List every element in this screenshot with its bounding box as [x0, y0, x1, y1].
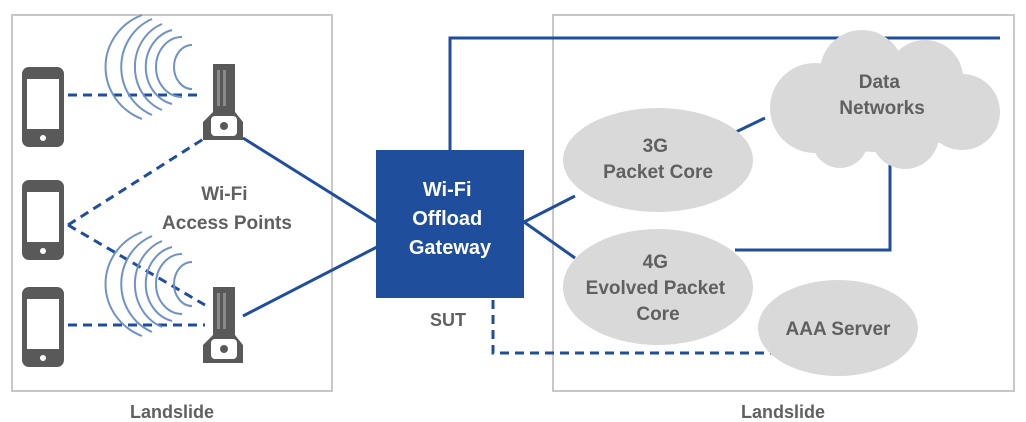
access-point-icon [203, 64, 243, 140]
left-panel-label: Landslide [130, 402, 214, 422]
wifi-link-phone2-ap2 [67, 223, 206, 307]
core-3g-label: 3G Packet Core [603, 136, 713, 183]
aaa-server [758, 280, 918, 376]
wifi-signal-icon [104, 231, 193, 337]
data-networks-label: Data Networks [839, 72, 925, 119]
phone-icon [22, 67, 64, 147]
link-gateway-4g [523, 220, 576, 260]
link-4g-datanetworks [735, 135, 892, 252]
link-gateway-datanetworks-top [448, 36, 1000, 150]
connections [67, 36, 1000, 355]
gateway-label: Wi-Fi Offload Gateway [409, 179, 492, 259]
packet-core-3g [563, 108, 753, 212]
phone-icon [22, 180, 64, 260]
wifi-signal-icon [104, 14, 193, 120]
link-ap2-gateway [242, 245, 378, 318]
phone-icon [22, 287, 64, 367]
sut-label: SUT [430, 310, 466, 330]
right-panel [552, 14, 1015, 392]
access-point-icon [203, 287, 243, 363]
data-networks-cloud-icon [770, 30, 1000, 169]
right-panel-label: Landslide [741, 402, 825, 422]
access-points-label: Wi-Fi Access Points [162, 184, 292, 234]
wifi-offload-gateway [376, 150, 524, 298]
link-ap1-gateway [242, 136, 378, 224]
aaa-server-label: AAA Server [786, 319, 892, 340]
link-gateway-3g [523, 194, 576, 224]
evolved-packet-core-4g [563, 229, 753, 345]
link-gateway-aaa [491, 300, 780, 355]
left-panel [11, 14, 333, 392]
wifi-link-phone2-ap1 [67, 136, 206, 227]
core-4g-label: 4G Evolved Packet Core [586, 252, 731, 325]
